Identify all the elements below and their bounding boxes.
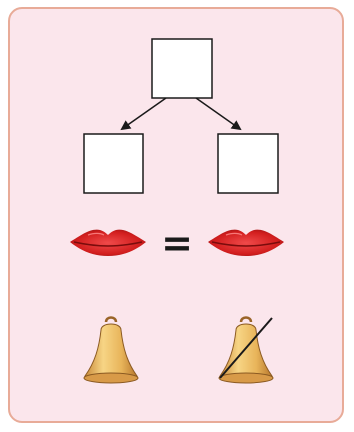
- right-box: [217, 133, 279, 194]
- arrow-to-left-box: [120, 97, 167, 131]
- lips-icon: [208, 229, 284, 256]
- top-box: [151, 38, 213, 99]
- strike-line: [219, 317, 273, 379]
- arrow-to-right-box: [195, 97, 242, 131]
- left-box: [83, 133, 144, 194]
- bell-icon: [83, 316, 139, 384]
- lips-icon: [70, 229, 146, 256]
- equals-sign: =: [161, 221, 193, 265]
